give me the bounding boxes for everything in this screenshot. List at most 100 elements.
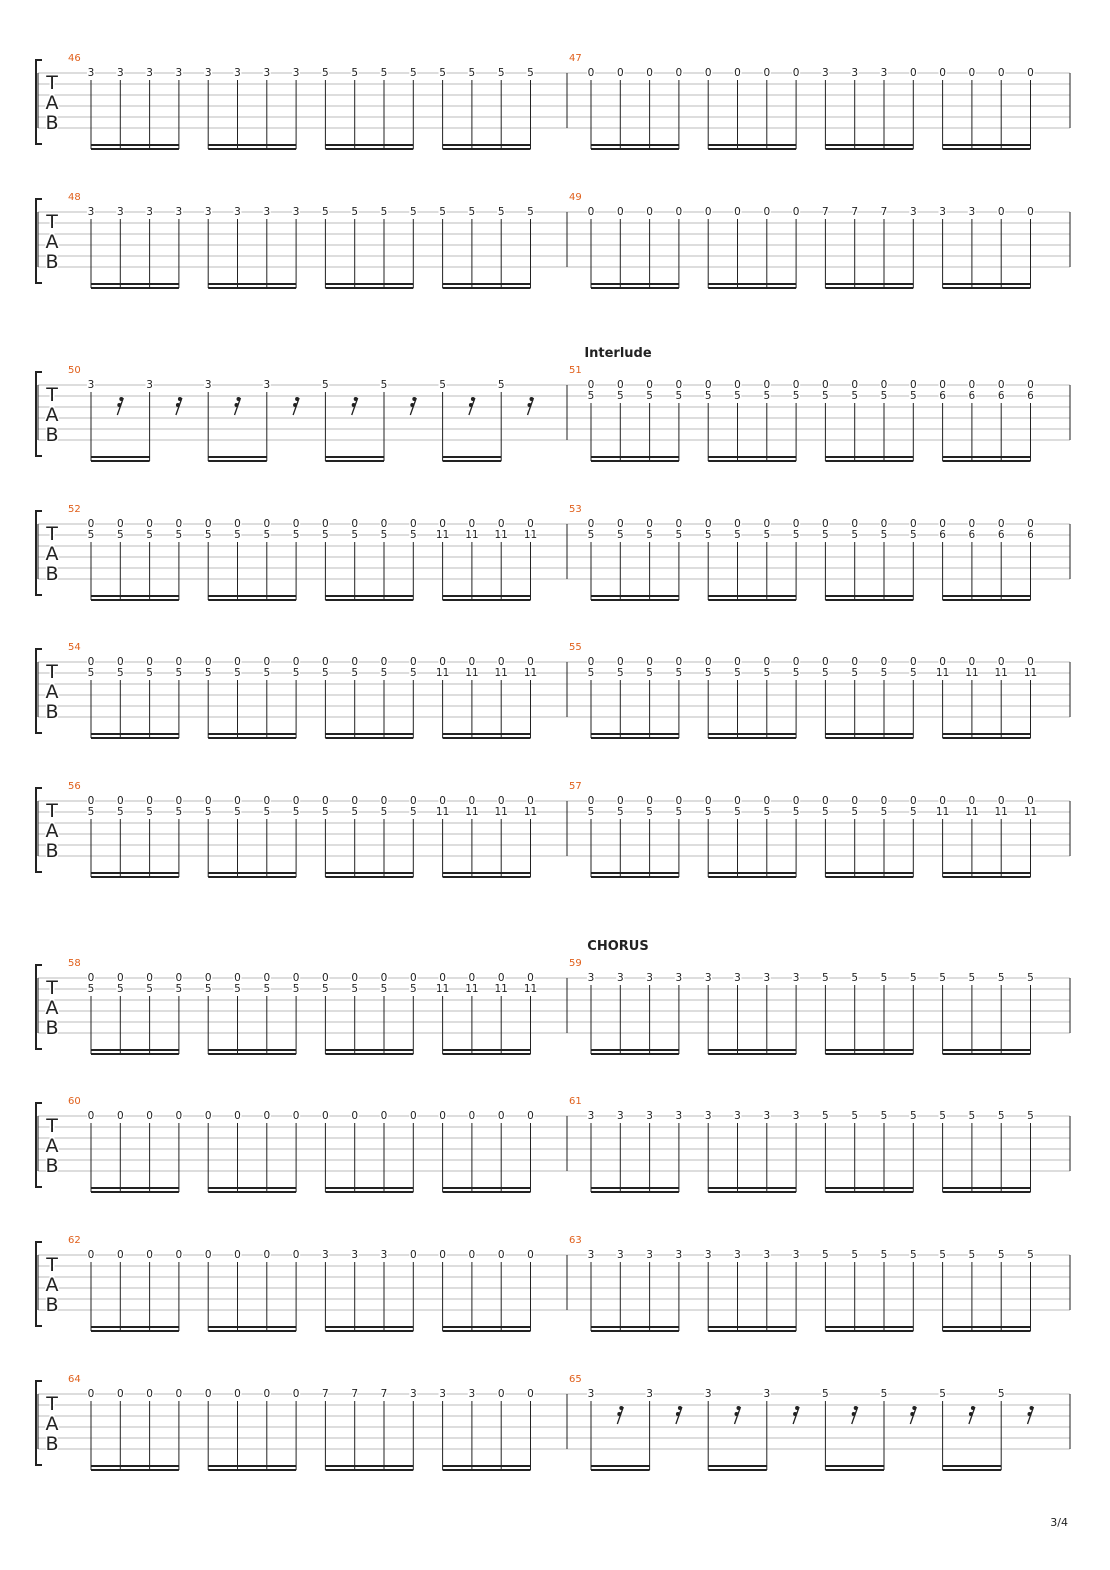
fret-number: 5: [998, 1388, 1005, 1400]
beam: [208, 283, 297, 285]
measure-number: 54: [68, 642, 81, 653]
rest-dot: [1029, 1406, 1034, 1410]
fret-number: 5: [498, 206, 505, 218]
fret-number: 0: [676, 379, 683, 391]
rest-dot: [351, 403, 356, 407]
beam: [91, 737, 179, 739]
fret-number: 5: [822, 806, 829, 818]
fret-number: 3: [263, 379, 270, 391]
beam: [708, 144, 797, 146]
rest-dot: [117, 403, 122, 407]
tab-clef-letter: T: [45, 800, 58, 822]
beam: [325, 456, 384, 458]
fret-number: 0: [439, 795, 446, 807]
fret-number: 0: [617, 518, 624, 530]
fret-number: 11: [524, 529, 537, 541]
tab-clef-letter: A: [46, 404, 59, 426]
beam: [325, 460, 384, 462]
fret-number: 0: [322, 518, 329, 530]
beam: [442, 1465, 531, 1467]
beam: [708, 1187, 797, 1189]
fret-number: 11: [436, 667, 449, 679]
fret-number: 5: [117, 806, 124, 818]
fret-number: 5: [1027, 972, 1034, 984]
fret-number: 0: [322, 656, 329, 668]
fret-number: 0: [498, 518, 505, 530]
beam: [91, 287, 179, 289]
beam: [325, 595, 414, 597]
beam: [325, 1049, 414, 1051]
beam: [325, 1326, 414, 1328]
tab-clef-letter: T: [45, 1254, 58, 1276]
fret-number: 11: [965, 667, 978, 679]
fret-number: 5: [293, 983, 300, 995]
beam: [942, 1469, 1002, 1471]
fret-number: 0: [910, 67, 917, 79]
beam: [825, 1326, 914, 1328]
fret-number: 5: [205, 983, 212, 995]
beam: [208, 733, 297, 735]
fret-number: 0: [763, 206, 770, 218]
fret-number: 0: [469, 518, 476, 530]
tab-clef-letter: T: [45, 384, 58, 406]
fret-number: 0: [705, 518, 712, 530]
beam: [442, 1049, 531, 1051]
beam: [942, 733, 1031, 735]
beam: [825, 595, 914, 597]
beam: [591, 1326, 679, 1328]
fret-number: 5: [822, 1388, 829, 1400]
beam: [208, 1330, 297, 1332]
fret-number: 0: [439, 518, 446, 530]
rest-dot: [412, 397, 417, 401]
fret-number: 0: [910, 379, 917, 391]
beam: [442, 1330, 531, 1332]
fret-number: 0: [969, 518, 976, 530]
fret-number: 5: [910, 1249, 917, 1261]
fret-number: 0: [351, 656, 358, 668]
fret-number: 0: [293, 795, 300, 807]
beam: [208, 144, 297, 146]
fret-number: 0: [705, 67, 712, 79]
fret-number: 0: [969, 379, 976, 391]
fret-number: 0: [734, 518, 741, 530]
beam: [825, 1330, 914, 1332]
fret-number: 3: [734, 1110, 741, 1122]
beam: [591, 456, 679, 458]
rest-dot: [527, 403, 532, 407]
beam: [442, 287, 531, 289]
beam: [91, 283, 179, 285]
fret-number: 3: [322, 1249, 329, 1261]
beam: [708, 1330, 797, 1332]
beam: [91, 1330, 179, 1332]
beam: [442, 595, 531, 597]
fret-number: 0: [822, 518, 829, 530]
fret-number: 0: [117, 518, 124, 530]
fret-number: 3: [793, 1110, 800, 1122]
beam: [825, 733, 914, 735]
fret-number: 5: [676, 667, 683, 679]
beam: [91, 1053, 179, 1055]
fret-number: 0: [793, 67, 800, 79]
fret-number: 5: [88, 806, 95, 818]
fret-number: 0: [969, 656, 976, 668]
fret-number: 5: [234, 529, 241, 541]
fret-number: 5: [410, 667, 417, 679]
beam: [91, 1326, 179, 1328]
fret-number: 0: [351, 1110, 358, 1122]
fret-number: 3: [763, 1110, 770, 1122]
fret-number: 0: [881, 795, 888, 807]
measure-number: 51: [569, 365, 582, 376]
beam: [825, 872, 914, 874]
fret-number: 0: [939, 379, 946, 391]
fret-number: 5: [676, 390, 683, 402]
beam: [442, 1187, 531, 1189]
fret-number: 0: [763, 656, 770, 668]
beam: [591, 595, 679, 597]
fret-number: 0: [410, 1249, 417, 1261]
beam: [942, 876, 1031, 878]
fret-number: 5: [117, 667, 124, 679]
rest-dot: [793, 1412, 798, 1416]
fret-number: 5: [263, 529, 270, 541]
